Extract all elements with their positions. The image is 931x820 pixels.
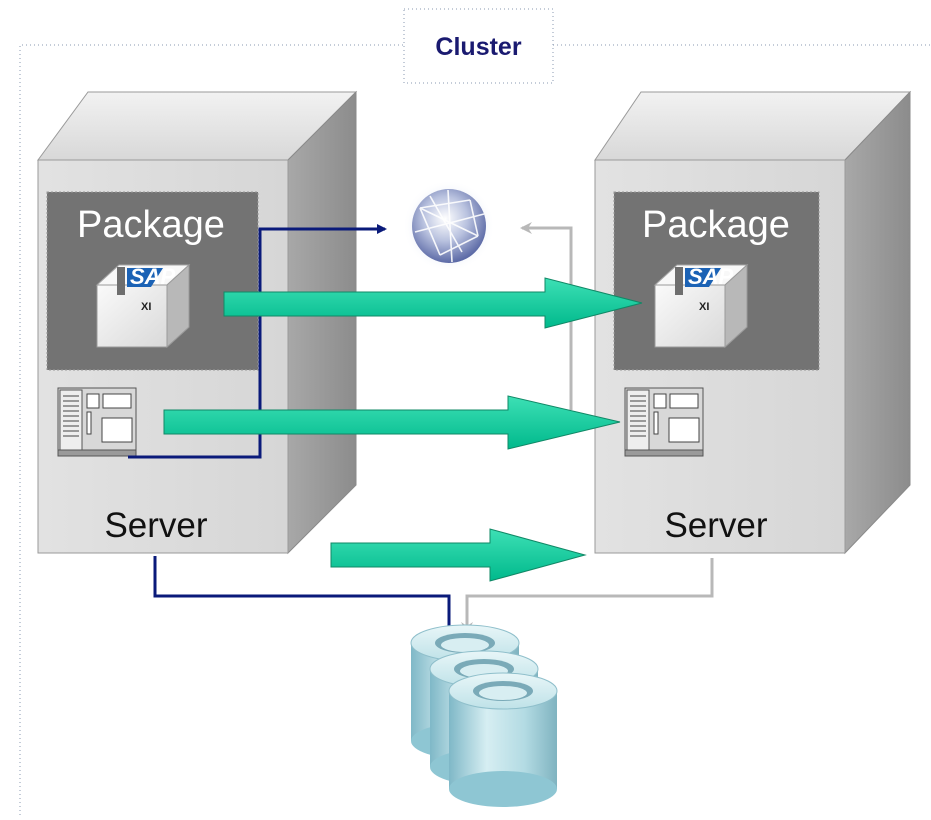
right-xi-label: XI [699, 301, 709, 313]
failover-arrow-hardware [163, 395, 621, 450]
failover-arrow-server [330, 528, 587, 582]
left-sap-logo: SAP [130, 264, 176, 289]
left-package-label: Package [77, 204, 225, 246]
storage-disk-3 [448, 672, 558, 807]
cluster-label: Cluster [435, 33, 521, 61]
left-xi-label: XI [141, 301, 151, 313]
left-server-label: Server [104, 506, 207, 545]
network-globe-icon [403, 180, 495, 272]
primary-network-connection [128, 224, 387, 459]
left-sap-xi-box-icon: SAP XI [95, 263, 191, 349]
storage-disks-icon [410, 624, 558, 807]
primary-storage-connection [153, 556, 454, 640]
cluster-label-box: Cluster [403, 8, 554, 84]
cluster-boundary [19, 44, 931, 815]
standby-network-connection [520, 222, 573, 410]
right-server-hardware-icon [624, 387, 704, 457]
right-sap-logo: SAP [688, 264, 734, 289]
left-server-hardware-icon [57, 387, 137, 457]
failover-arrow-package [223, 277, 643, 329]
right-package-label: Package [642, 204, 790, 246]
standby-storage-connection [461, 558, 714, 634]
right-sap-xi-box-icon: SAP XI [653, 263, 749, 349]
right-server-label: Server [664, 506, 767, 545]
